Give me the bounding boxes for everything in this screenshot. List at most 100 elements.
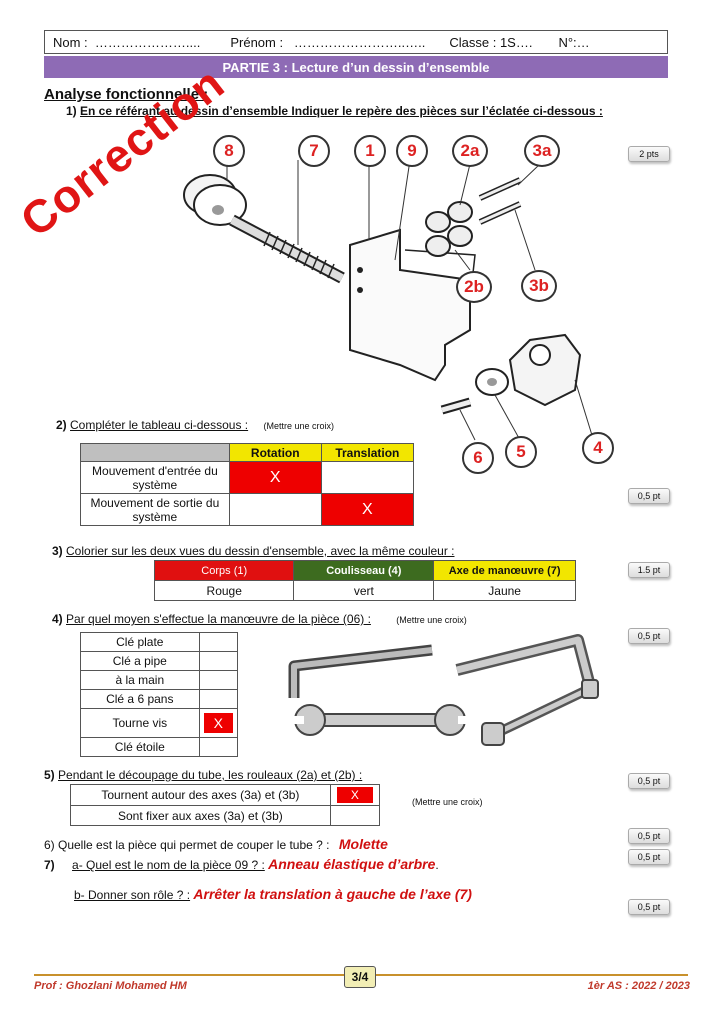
option-label: Clé plate — [80, 632, 200, 652]
question-6: 6) Quelle est la pièce qui permet de cou… — [44, 836, 388, 852]
callout-4: 4 — [582, 432, 614, 464]
callout-3a: 3a — [524, 135, 560, 167]
option-checkbox[interactable]: X — [329, 784, 381, 806]
axe-color[interactable]: Jaune — [433, 580, 576, 601]
option-label: Clé a 6 pans — [80, 689, 200, 709]
axis-parts — [478, 177, 522, 225]
body-part — [349, 228, 471, 382]
answer-text: Anneau élastique d’arbre — [268, 856, 436, 872]
roller-parts — [425, 201, 473, 257]
rotation-cell[interactable] — [228, 493, 322, 526]
exploded-view-drawing — [183, 159, 596, 446]
nom-field: Nom : ………………….... — [53, 34, 201, 50]
callout-2a: 2a — [452, 135, 488, 167]
question-3: 3) Colorier sur les deux vues du dessin … — [52, 544, 455, 558]
callout-9: 9 — [396, 135, 428, 167]
slider-part — [508, 333, 582, 407]
open-wrench-icon — [288, 704, 474, 736]
question-text: Pendant le découpage du tube, les roulea… — [58, 768, 363, 782]
question-4: 4) Par quel moyen s'effectue la manœuvre… — [52, 612, 467, 626]
question-number: 1) — [66, 104, 77, 118]
question-text: Par quel moyen s'effectue la manœuvre de… — [66, 612, 371, 626]
hex-key-icon — [288, 644, 433, 698]
tools-illustration — [288, 634, 599, 746]
rotation-cell[interactable]: X — [228, 461, 322, 494]
screw-part — [229, 214, 345, 284]
question-number: 5) — [44, 768, 55, 782]
instruction-note: (Mettre une croix) — [263, 421, 334, 431]
points-badge: 1.5 pt — [628, 562, 670, 578]
points-badge: 0,5 pt — [628, 899, 670, 915]
question-text: En ce référant au dessin d’ensemble Indi… — [80, 104, 603, 118]
row-label: Mouvement de sortie du système — [80, 493, 230, 526]
answer-text: Arrêter la translation à gauche de l’axe… — [193, 886, 472, 902]
rotation-header: Rotation — [228, 443, 322, 462]
option-checkbox[interactable] — [198, 689, 239, 709]
section-title: Analyse fonctionnelle : — [44, 86, 209, 103]
classe-field: Classe : 1S…. — [449, 34, 533, 50]
translation-cell[interactable] — [320, 461, 415, 494]
question-number: 4) — [52, 612, 63, 626]
coulisseau-header: Coulisseau (4) — [293, 560, 435, 581]
question-text: 6) Quelle est la pièce qui permet de cou… — [44, 838, 330, 852]
corps-header: Corps (1) — [153, 560, 295, 581]
movement-table: Rotation Translation Mouvement d'entrée … — [80, 443, 415, 526]
footer-prof: Prof : Ghozlani Mohamed HM — [34, 980, 187, 992]
question-1: 1) En ce référant au dessin d’ensemble I… — [66, 104, 666, 118]
question-number: 3) — [52, 544, 63, 558]
socket-wrench-icon — [481, 679, 599, 746]
long-hex-key-icon — [455, 634, 596, 688]
tool-options-table: Clé plate Clé a pipe à la main Clé a 6 p… — [80, 632, 239, 757]
answer-text: Molette — [338, 836, 388, 852]
translation-header: Translation — [320, 443, 415, 462]
callout-1: 1 — [354, 135, 386, 167]
option-label: Tourne vis — [80, 708, 200, 738]
axe-header: Axe de manœuvre (7) — [433, 560, 576, 581]
translation-cell[interactable]: X — [320, 493, 415, 526]
option-label: Clé étoile — [80, 737, 200, 757]
color-table: Corps (1) Coulisseau (4) Axe de manœuvre… — [153, 560, 576, 601]
callout-3b: 3b — [521, 270, 557, 302]
option-checkbox[interactable] — [198, 651, 239, 671]
rollers-options-table: Tournent autour des axes (3a) et (3b)X S… — [70, 784, 381, 826]
question-text: a- Quel est le nom de la pièce 09 ? : — [72, 858, 265, 872]
callout-6: 6 — [462, 442, 494, 474]
points-badge: 0,5 pt — [628, 488, 670, 504]
row-label: Mouvement d'entrée du système — [80, 461, 230, 494]
numero-field: N°:… — [558, 34, 590, 50]
prenom-field: Prénom : ……………………..….. — [230, 34, 426, 50]
option-checkbox[interactable] — [198, 737, 239, 757]
question-7b: b- Donner son rôle ? : Arrêter la transl… — [74, 886, 472, 902]
option-label: Clé a pipe — [80, 651, 200, 671]
points-badge: 0,5 pt — [628, 773, 670, 789]
question-text: Colorier sur les deux vues du dessin d'e… — [66, 544, 455, 558]
option-checkbox[interactable] — [198, 670, 239, 690]
student-info-header: Nom : ………………….... Prénom : ……………………..…..… — [44, 30, 668, 54]
page-number: 3/4 — [344, 966, 376, 988]
callout-2b: 2b — [456, 271, 492, 303]
question-number: 2) — [56, 418, 67, 432]
instruction-note: (Mettre une croix) — [412, 797, 483, 807]
empty-header-cell — [80, 443, 230, 462]
instruction-note: (Mettre une croix) — [396, 615, 467, 625]
footer-class-year: 1èr AS : 2022 / 2023 — [587, 980, 690, 992]
question-2: 2) Compléter le tableau ci-dessous : (Me… — [56, 418, 334, 432]
points-badge: 2 pts — [628, 146, 670, 162]
question-number: 7) — [44, 858, 55, 872]
part-banner: PARTIE 3 : Lecture d’un dessin d’ensembl… — [44, 56, 668, 78]
option-checkbox[interactable] — [329, 805, 381, 826]
option-label: à la main — [80, 670, 200, 690]
question-text: b- Donner son rôle ? : — [74, 888, 191, 902]
callout-7: 7 — [298, 135, 330, 167]
points-badge: 0,5 pt — [628, 849, 670, 865]
callout-5: 5 — [505, 436, 537, 468]
option-checkbox[interactable] — [198, 632, 239, 652]
coulisseau-color[interactable]: vert — [293, 580, 435, 601]
question-7a: 7) a- Quel est le nom de la pièce 09 ? :… — [44, 856, 439, 872]
corps-color[interactable]: Rouge — [153, 580, 295, 601]
points-badge: 0,5 pt — [628, 828, 670, 844]
option-checkbox[interactable]: X — [198, 708, 239, 738]
option-label: Tournent autour des axes (3a) et (3b) — [70, 784, 331, 806]
option-label: Sont fixer aux axes (3a) et (3b) — [70, 805, 331, 826]
points-badge: 0,5 pt — [628, 628, 670, 644]
